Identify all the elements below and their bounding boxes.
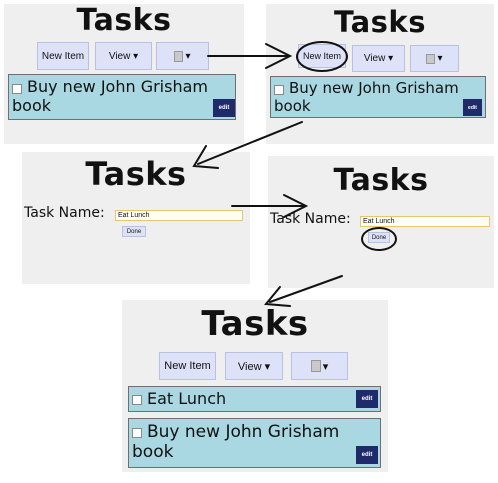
edit-button[interactable]: edit	[213, 99, 235, 117]
panel-new-task-form-done-circled: Tasks Task Name: Eat Lunch Done	[268, 156, 494, 288]
view-dropdown[interactable]: View ▾	[352, 45, 405, 72]
highlight-circle	[361, 227, 397, 251]
panel-task-list-result: Tasks New Item View ▾ ▾ Eat Lunch edit B…	[122, 300, 388, 472]
chevron-down-icon: ▾	[437, 53, 443, 64]
edit-button[interactable]: edit	[356, 446, 378, 464]
trash-dropdown[interactable]: ▾	[291, 352, 348, 380]
task-checkbox[interactable]	[132, 428, 142, 438]
view-dropdown[interactable]: View ▾	[95, 42, 152, 70]
task-card[interactable]: Buy new John Grisham book edit	[8, 74, 236, 120]
task-card[interactable]: Buy new John Grisham book edit	[128, 418, 381, 468]
task-name-label: Task Name:	[24, 205, 105, 221]
task-checkbox[interactable]	[132, 395, 142, 405]
page-title: Tasks	[334, 5, 426, 39]
page-title: Tasks	[85, 155, 187, 193]
trash-dropdown[interactable]: ▾	[156, 42, 209, 70]
task-text: Eat Lunch	[147, 389, 227, 408]
trash-dropdown[interactable]: ▾	[410, 45, 459, 72]
task-checkbox[interactable]	[12, 84, 22, 94]
trash-icon	[174, 50, 184, 62]
highlight-circle	[296, 41, 348, 72]
task-text: Buy new John Grisham book	[132, 422, 340, 463]
page-title: Tasks	[333, 163, 429, 198]
panel-new-task-form: Tasks Task Name: Eat Lunch Done	[22, 152, 250, 284]
trash-icon	[310, 360, 321, 372]
panel-task-list-initial: Tasks New Item View ▾ ▾ Buy new John Gri…	[4, 4, 244, 144]
task-checkbox[interactable]	[274, 85, 284, 95]
task-text: Buy new John Grisham book	[12, 77, 208, 116]
arrow-icon	[192, 121, 303, 169]
arrow-icon	[264, 275, 343, 307]
page-title: Tasks	[76, 4, 172, 38]
task-card[interactable]: Eat Lunch edit	[128, 386, 381, 412]
task-text: Buy new John Grisham book	[274, 79, 459, 115]
task-name-input[interactable]: Eat Lunch	[115, 210, 243, 221]
page-title: Tasks	[201, 304, 309, 344]
arrow-icon	[207, 43, 293, 69]
edit-button[interactable]: edit	[356, 390, 378, 408]
trash-icon	[426, 53, 436, 64]
chevron-down-icon: ▾	[322, 360, 329, 373]
view-dropdown[interactable]: View ▾	[225, 352, 283, 380]
task-card[interactable]: Buy new John Grisham book edit	[270, 76, 486, 118]
task-name-input[interactable]: Eat Lunch	[360, 216, 490, 227]
panel-task-list-new-item-circled: Tasks New Item View ▾ ▾ Buy new John Gri…	[266, 4, 494, 144]
chevron-down-icon: ▾	[185, 50, 191, 62]
arrow-icon	[231, 194, 309, 218]
done-button[interactable]: Done	[122, 226, 146, 237]
new-item-button[interactable]: New Item	[159, 352, 216, 380]
edit-button[interactable]: edit	[463, 99, 482, 116]
new-item-button[interactable]: New Item	[37, 42, 89, 70]
